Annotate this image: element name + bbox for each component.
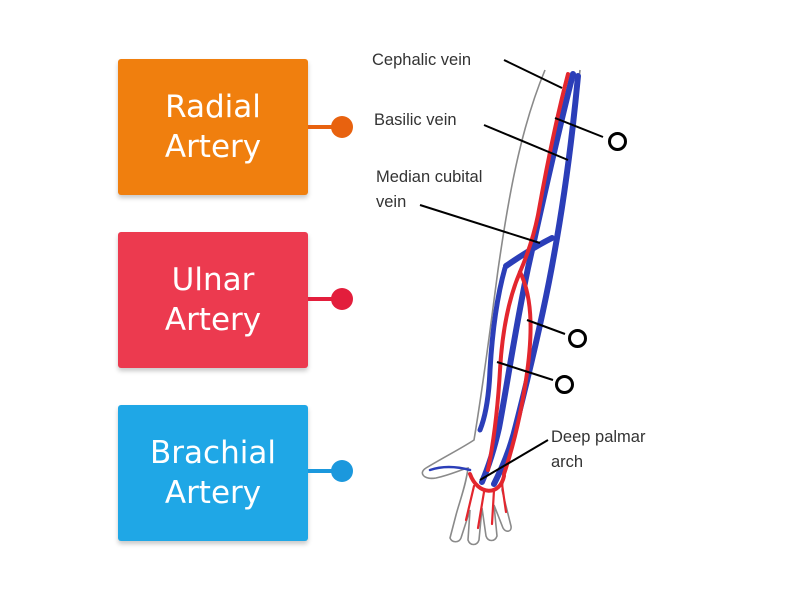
ulnar-artery <box>502 270 533 476</box>
brachial-tile-handle[interactable] <box>331 460 353 482</box>
drop-target-2[interactable] <box>568 329 587 348</box>
tile-label-line1: Brachial <box>150 435 276 471</box>
radial-tile-connector <box>308 125 340 129</box>
deep-palmar-leader <box>479 439 549 481</box>
tile-label-line1: Ulnar <box>171 262 255 298</box>
palmar-arch <box>468 472 506 493</box>
cephalic-leader <box>503 59 563 89</box>
brachial-artery <box>518 72 570 274</box>
ulnar-tile-handle[interactable] <box>331 288 353 310</box>
basilic-vein-label: Basilic vein <box>374 111 457 129</box>
radial-artery <box>486 270 522 472</box>
basilic-leader <box>483 124 569 161</box>
cephalic-vein-label: Cephalic vein <box>372 51 471 69</box>
deep-palmar-label-line2: arch <box>551 453 583 471</box>
cephalic-vein <box>479 71 576 485</box>
brachial-tile-connector <box>308 469 340 473</box>
target-1-leader <box>554 117 604 138</box>
drop-target-3[interactable] <box>555 375 574 394</box>
radial-artery-tile[interactable]: Radial Artery <box>118 59 308 195</box>
tile-label-line2: Artery <box>164 302 262 338</box>
median-cubital-label-line2: vein <box>376 193 406 211</box>
hand-vessels <box>464 482 508 530</box>
ulnar-artery-tile[interactable]: Ulnar Artery <box>118 232 308 368</box>
target-3-leader <box>496 361 554 381</box>
median-cubital-label-line1: Median cubital <box>376 168 482 186</box>
leader-lines <box>419 59 604 481</box>
median-cubital-leader <box>419 204 541 244</box>
drop-target-1[interactable] <box>608 132 627 151</box>
brachial-artery-tile[interactable]: Brachial Artery <box>118 405 308 541</box>
radial-tile-handle[interactable] <box>331 116 353 138</box>
basilic-vein <box>491 73 581 487</box>
tile-label-line1: Radial <box>165 89 261 125</box>
tile-label-line2: Artery <box>164 475 262 511</box>
deep-palmar-label-line1: Deep palmar <box>551 428 646 446</box>
ulnar-tile-connector <box>308 297 340 301</box>
target-2-leader <box>526 319 566 335</box>
forearm-vein-branch <box>477 265 508 433</box>
tile-label-line2: Artery <box>164 129 262 165</box>
thumb-vessel <box>428 465 472 472</box>
